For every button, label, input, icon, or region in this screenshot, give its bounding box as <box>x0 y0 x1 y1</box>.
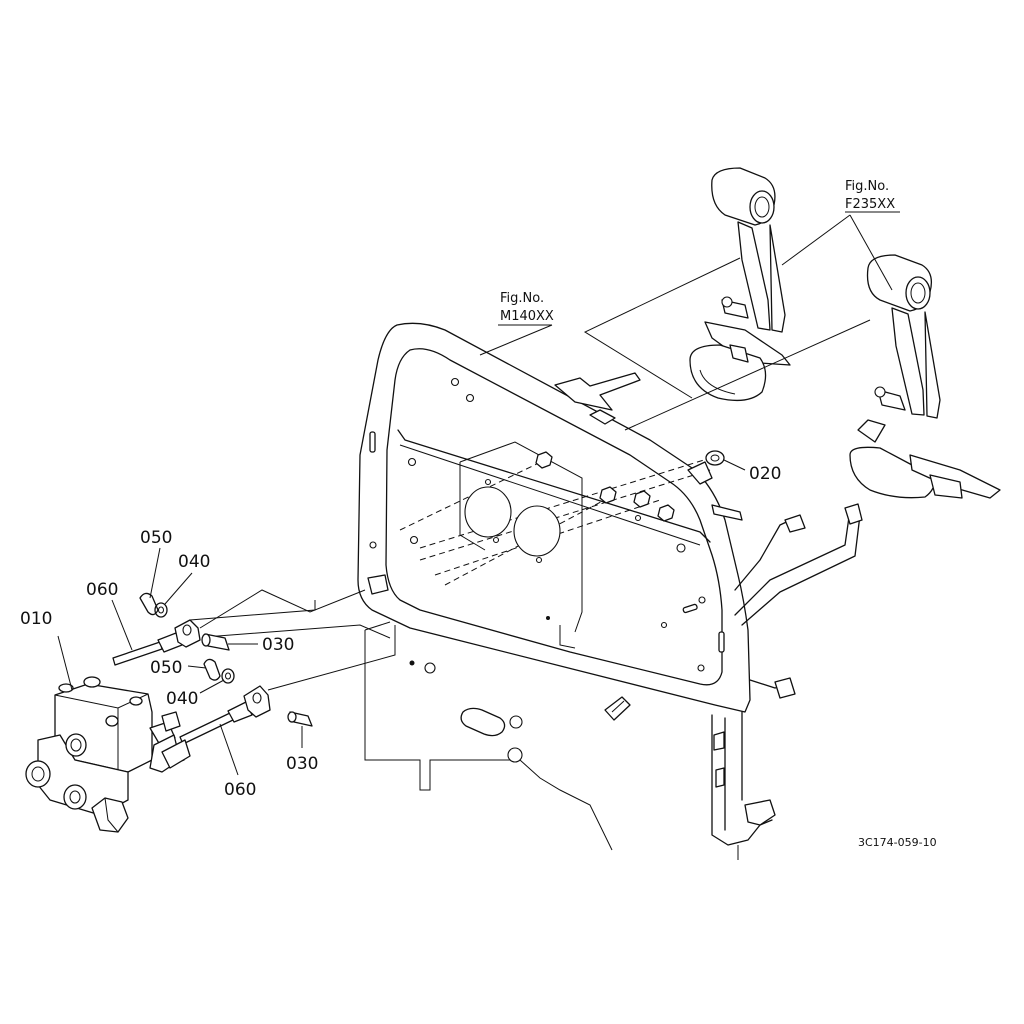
fig-ref-m140-line2: M140XX <box>500 309 554 324</box>
lower-floor-plate <box>364 616 631 851</box>
callout-050-upper: 050 <box>140 528 172 548</box>
callout-010: 010 <box>20 609 52 629</box>
fig-ref-guides <box>479 257 871 431</box>
fig-ref-m140-line1: Fig.No. <box>500 291 544 306</box>
callout-020: 020 <box>749 464 781 484</box>
frame-support-legs <box>711 503 863 860</box>
callout-050-lower: 050 <box>150 658 182 678</box>
master-cylinder-010 <box>25 676 191 833</box>
push-rod-lower <box>179 685 271 745</box>
callout-030-lower: 030 <box>286 754 318 774</box>
pedal-upper <box>689 167 791 402</box>
callout-060-upper: 060 <box>86 580 118 600</box>
pedal-lower <box>849 254 1001 499</box>
pedal-assembly <box>689 167 1001 499</box>
figure-reference-f235: Fig.No. F235XX <box>845 179 895 212</box>
callout-060-lower: 060 <box>224 780 256 800</box>
drawing-number: 3C174-059-10 <box>858 836 937 849</box>
figure-reference-m140: Fig.No. M140XX <box>500 291 554 324</box>
pin-030-lower <box>287 711 313 727</box>
pin-030-upper <box>201 633 230 651</box>
rod-guide-lines <box>199 589 396 691</box>
callout-030-upper: 030 <box>262 635 294 655</box>
main-frame-panel <box>357 322 751 713</box>
assembly-guide-lines <box>399 454 721 586</box>
callout-040-upper: 040 <box>178 552 210 572</box>
push-rod-upper <box>112 600 316 666</box>
clip-050-upper <box>139 592 159 616</box>
nut-020 <box>705 450 746 471</box>
clip-050-lower <box>203 658 221 681</box>
callout-leaders <box>57 547 303 776</box>
callout-040-lower: 040 <box>166 689 198 709</box>
fig-ref-f235-line2: F235XX <box>845 197 895 212</box>
fig-ref-f235-line1: Fig.No. <box>845 179 889 194</box>
washer-040-upper <box>154 602 168 618</box>
washer-040-lower <box>221 668 235 684</box>
